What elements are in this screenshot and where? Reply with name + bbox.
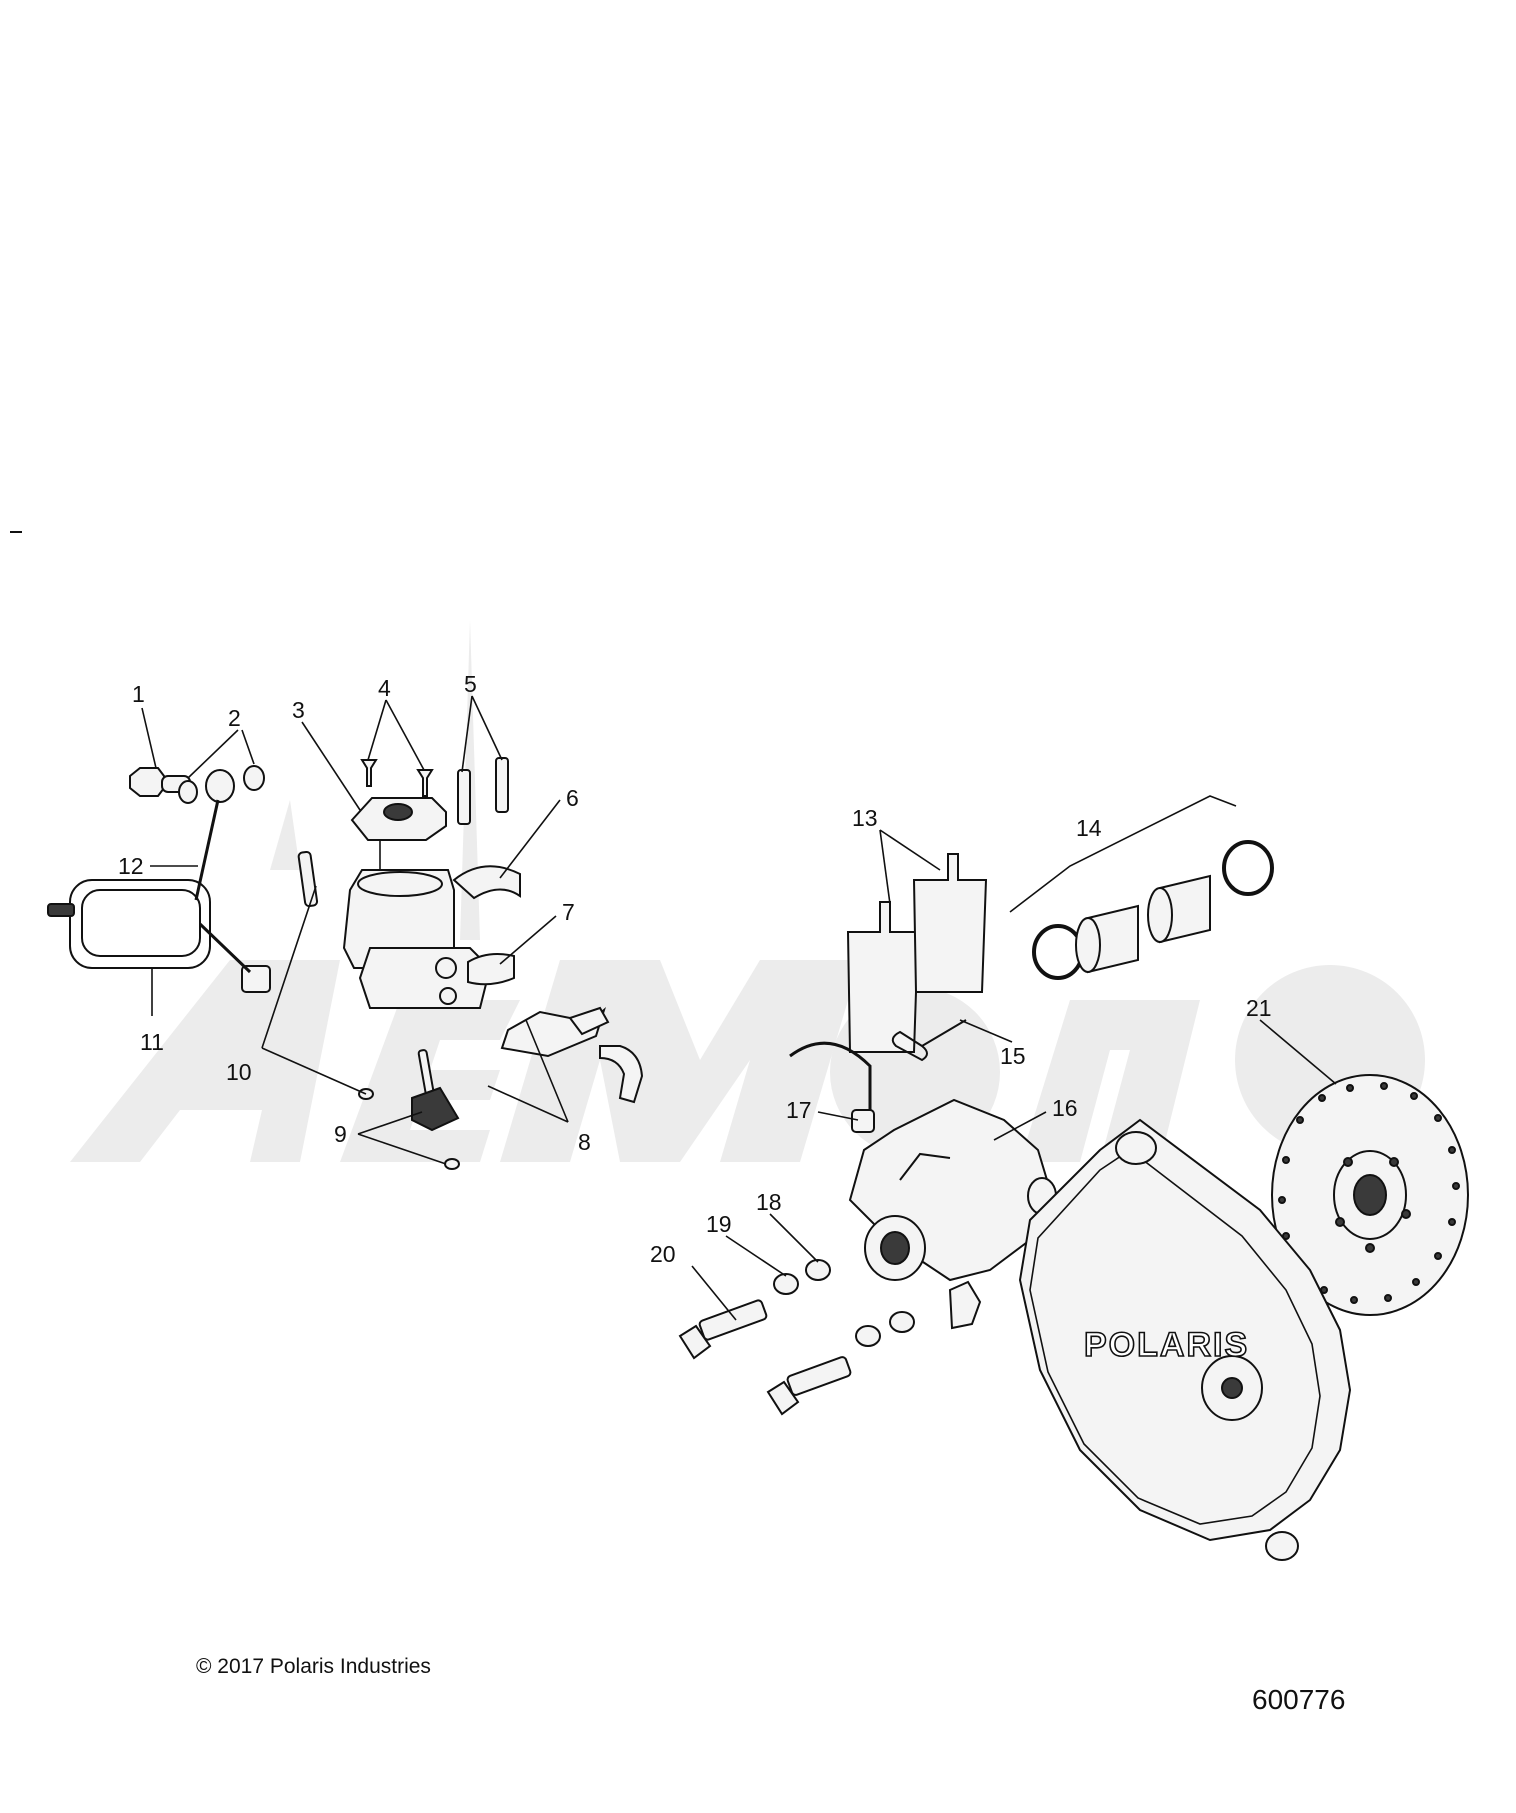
cover-logo: POLARIS bbox=[1084, 1326, 1249, 1364]
label-21: 21 bbox=[1246, 995, 1272, 1021]
label-3: 3 bbox=[292, 697, 305, 723]
copyright-notice: © 2017 Polaris Industries bbox=[196, 1655, 431, 1678]
label-16: 16 bbox=[1052, 1095, 1078, 1121]
part-washer-a bbox=[178, 780, 198, 804]
part-washer-b bbox=[243, 765, 265, 791]
label-17: 17 bbox=[786, 1097, 812, 1123]
part-washer-19 bbox=[773, 1273, 799, 1295]
label-12: 12 bbox=[118, 853, 144, 879]
label-8: 8 bbox=[578, 1129, 591, 1155]
part-brake-lever bbox=[500, 1006, 644, 1104]
label-1: 1 bbox=[132, 681, 145, 707]
drawing-number: 600776 bbox=[1252, 1684, 1346, 1715]
part-brake-rotor bbox=[1271, 1074, 1469, 1316]
part-washer-18 bbox=[805, 1259, 831, 1281]
part-bleeder bbox=[789, 1041, 875, 1133]
part-washer-lower-b bbox=[889, 1311, 915, 1333]
part-retainer-clip bbox=[891, 1019, 967, 1062]
part-washer-lower-a bbox=[855, 1325, 881, 1347]
part-cover-screws bbox=[360, 759, 434, 797]
label-5: 5 bbox=[464, 671, 477, 697]
label-10: 10 bbox=[226, 1059, 252, 1085]
label-15: 15 bbox=[1000, 1043, 1026, 1069]
label-19: 19 bbox=[706, 1211, 732, 1237]
part-mounting-bolts bbox=[678, 1299, 852, 1416]
label-6: 6 bbox=[566, 785, 579, 811]
part-pivot-pin bbox=[297, 850, 319, 908]
label-2: 2 bbox=[228, 705, 241, 731]
part-pushrod-set bbox=[411, 1049, 460, 1170]
part-brake-switch bbox=[47, 879, 271, 993]
part-reservoir-cover bbox=[350, 797, 447, 880]
leader-lines bbox=[141, 695, 1337, 1321]
label-20: 20 bbox=[650, 1241, 676, 1267]
part-master-cylinder bbox=[342, 869, 492, 1009]
part-clamp-bolts bbox=[457, 757, 509, 825]
label-18: 18 bbox=[756, 1189, 782, 1215]
label-11: 11 bbox=[140, 1029, 164, 1055]
label-9: 9 bbox=[334, 1121, 347, 1147]
margin-dash bbox=[10, 531, 22, 533]
watermark bbox=[70, 620, 1425, 1162]
label-4: 4 bbox=[378, 675, 391, 701]
part-brake-line bbox=[194, 769, 235, 901]
label-13: 13 bbox=[852, 805, 878, 831]
part-brake-pads bbox=[846, 853, 988, 1053]
part-chaincase-cover: POLARIS bbox=[1018, 1118, 1352, 1561]
part-caliper-pistons bbox=[1032, 840, 1274, 980]
label-14: 14 bbox=[1076, 815, 1102, 841]
part-labels: 1 2 3 4 5 6 7 8 9 10 11 12 13 14 15 16 1… bbox=[118, 671, 1272, 1267]
label-7: 7 bbox=[562, 899, 575, 925]
